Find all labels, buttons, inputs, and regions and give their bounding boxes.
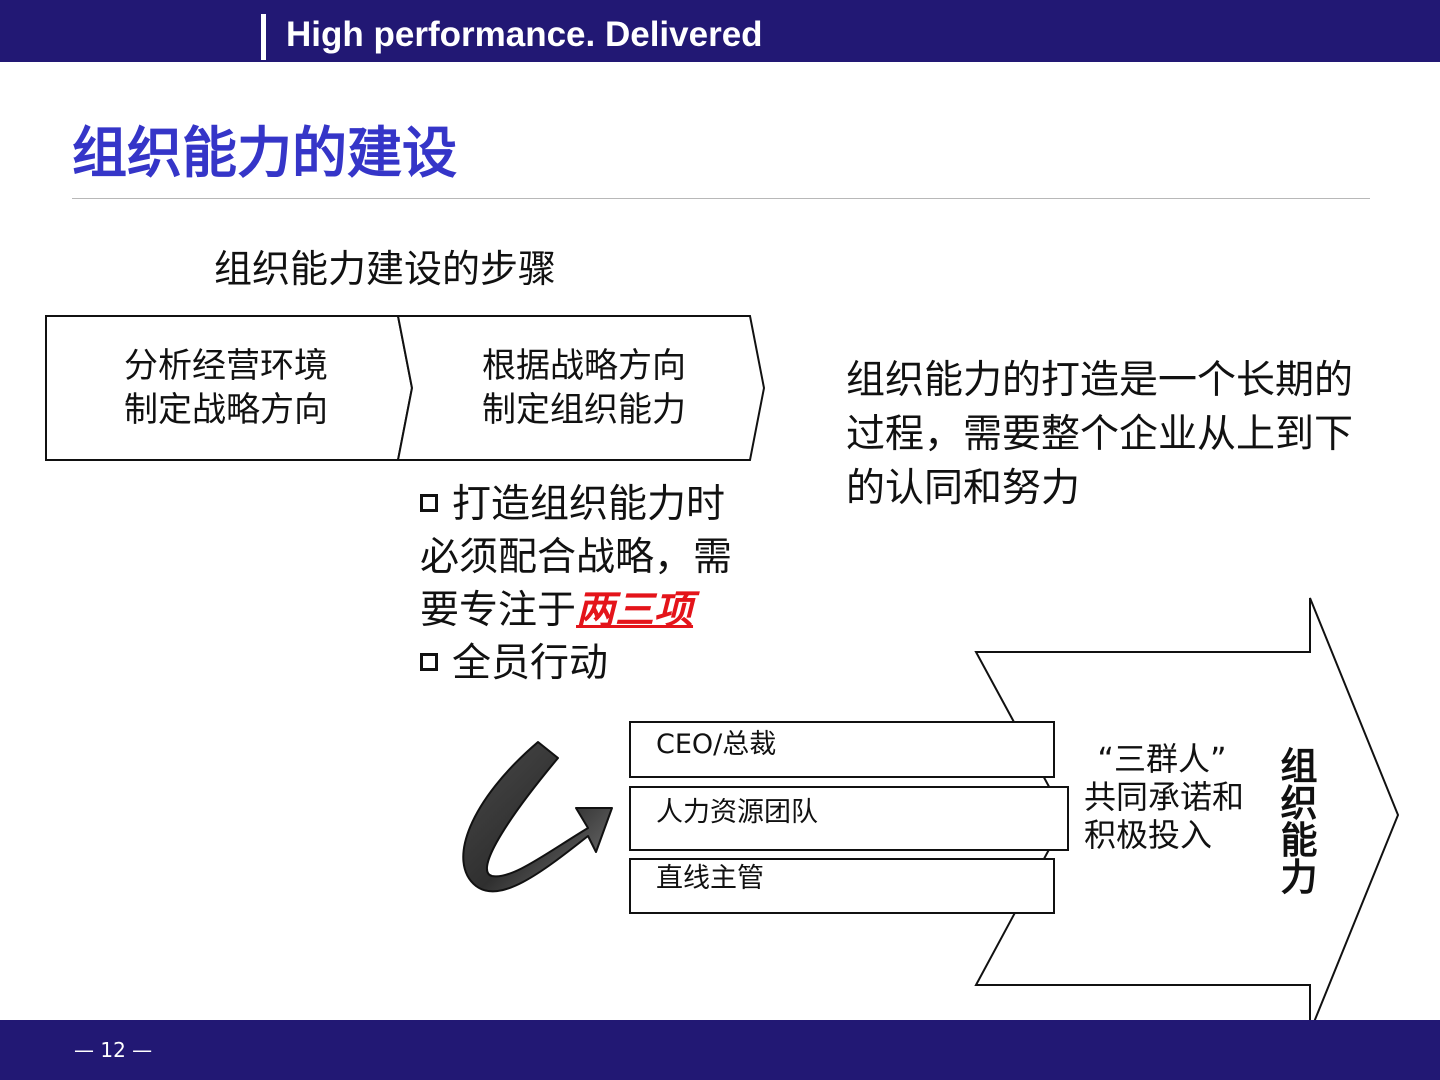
curved-arrow-icon bbox=[462, 741, 613, 893]
header-bar: High performance. Delivered bbox=[0, 0, 1440, 62]
commitment-line-1: “三群人” bbox=[1097, 740, 1227, 778]
step-1-line1: 分析经营环境 bbox=[124, 346, 328, 386]
header-divider bbox=[261, 14, 266, 60]
bullet-focus-text: 打造组织能力时必须配合战略，需要专注于 bbox=[420, 482, 733, 633]
bullet-all-staff-text: 全员行动 bbox=[452, 641, 609, 686]
commitment-line-3: 积极投入 bbox=[1084, 816, 1213, 854]
group-label-ceo: CEO/总裁 bbox=[656, 729, 777, 760]
commitment-line-2: 共同承诺和 bbox=[1084, 778, 1245, 816]
long-term-statement: 组织能力的打造是一个长期的 过程，需要整个企业从上到下 的认同和努力 bbox=[846, 354, 1386, 516]
step-2-line1: 根据战略方向 bbox=[482, 346, 686, 386]
step-chevron-2 bbox=[396, 315, 766, 461]
bullet-focus: 打造组织能力时必须配合战略，需要专注于两三项 bbox=[420, 478, 760, 637]
group-bar-hr bbox=[629, 786, 1069, 851]
commitment-text: “三群人” 共同承诺和 积极投入 bbox=[1084, 740, 1244, 854]
step-2-text: 根据战略方向 制定组织能力 bbox=[404, 344, 764, 432]
step-2-line2: 制定组织能力 bbox=[482, 390, 686, 430]
group-bar-ceo bbox=[629, 721, 1055, 778]
square-bullet-icon bbox=[420, 493, 438, 512]
title-divider bbox=[72, 198, 1370, 199]
group-label-hr: 人力资源团队 bbox=[656, 797, 818, 828]
statement-line-2: 过程，需要整个企业从上到下 bbox=[846, 412, 1354, 457]
statement-line-3: 的认同和努力 bbox=[846, 466, 1081, 511]
header-tagline: High performance. Delivered bbox=[286, 15, 763, 54]
bullet-all-staff: 全员行动 bbox=[420, 637, 760, 690]
square-bullet-icon bbox=[420, 652, 438, 671]
step-1-text: 分析经营环境 制定战略方向 bbox=[46, 344, 406, 432]
group-label-line-managers: 直线主管 bbox=[656, 863, 764, 894]
page-title: 组织能力的建设 bbox=[72, 121, 458, 185]
page-number: — 12 — bbox=[74, 1038, 153, 1062]
statement-line-1: 组织能力的打造是一个长期的 bbox=[846, 358, 1354, 403]
result-label: 组织能力 bbox=[1280, 745, 1318, 899]
focus-bullets: 打造组织能力时必须配合战略，需要专注于两三项 全员行动 bbox=[420, 478, 760, 690]
footer-bar: — 12 — bbox=[0, 1020, 1440, 1080]
group-bar-line-managers bbox=[629, 858, 1055, 914]
bullet-focus-emphasis: 两三项 bbox=[576, 588, 694, 633]
step-1-line2: 制定战略方向 bbox=[124, 390, 328, 430]
steps-heading: 组织能力建设的步骤 bbox=[214, 247, 557, 291]
